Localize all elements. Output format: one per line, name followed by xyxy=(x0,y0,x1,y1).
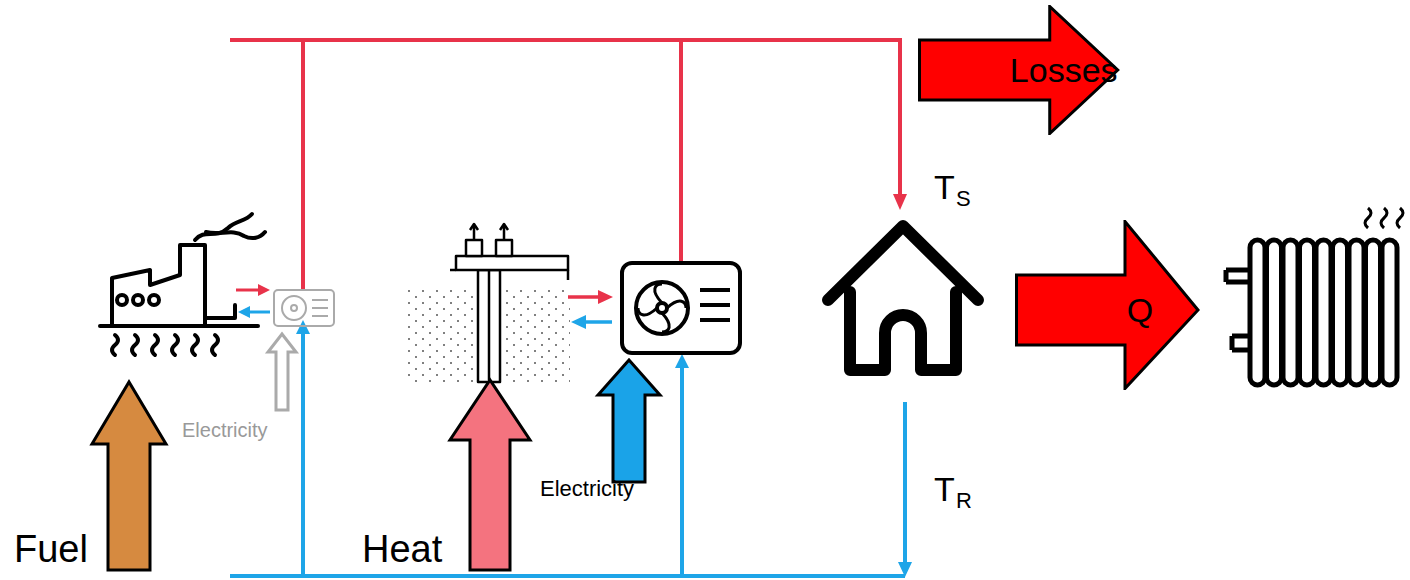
radiator-fin xyxy=(1316,240,1331,385)
house-icon xyxy=(828,226,978,370)
power-plant-icon xyxy=(100,214,265,355)
borehole-icon xyxy=(405,224,570,385)
input-label: Electricity xyxy=(540,478,634,500)
small-heat-pump-icon xyxy=(274,290,334,326)
radiator-fin xyxy=(1349,240,1364,385)
radiator-fin xyxy=(1366,240,1381,385)
arrow-label: Losses xyxy=(1010,53,1118,87)
radiator-fin xyxy=(1382,240,1397,385)
radiator-fins xyxy=(1250,240,1397,385)
heat-arrowhead-small xyxy=(258,284,270,296)
cold-arrow-small xyxy=(248,311,270,314)
supply-pipe xyxy=(230,40,900,290)
subscript: R xyxy=(956,490,972,512)
radiator-fin xyxy=(1250,240,1265,385)
return-temperature-symbol: T xyxy=(934,472,955,506)
subscript: S xyxy=(956,188,971,210)
radiator-fin xyxy=(1283,240,1298,385)
heat-demand-arrow: Q xyxy=(1015,220,1200,390)
arrow-outline xyxy=(920,7,1118,134)
fuel-arrow xyxy=(92,382,166,570)
electricity-arrow-grey xyxy=(268,334,296,410)
arrow-label: Q xyxy=(1127,293,1153,327)
cold-arrowhead-small xyxy=(238,306,250,318)
losses-arrow: Losses xyxy=(918,5,1120,135)
input-label: Heat xyxy=(362,530,442,568)
input-label: Fuel xyxy=(14,530,88,568)
input-label-greyed: Electricity xyxy=(182,420,268,440)
arrow-outline xyxy=(1017,222,1199,389)
electricity-arrow xyxy=(598,360,660,482)
arrow-shape xyxy=(1015,220,1200,390)
heat-pump-icon xyxy=(622,263,740,353)
heat-arrowhead xyxy=(598,290,613,304)
radiator-fin xyxy=(1300,240,1315,385)
radiator-fin xyxy=(1333,240,1348,385)
heat-arrow-small xyxy=(236,289,260,292)
radiator-fin xyxy=(1267,240,1282,385)
cold-arrowhead xyxy=(571,315,586,329)
cold-arrow xyxy=(584,320,612,324)
supply-arrowhead xyxy=(893,194,907,210)
heat-input-arrow xyxy=(450,380,530,570)
return-arrowhead xyxy=(675,354,689,368)
supply-temperature-symbol: T xyxy=(934,170,955,204)
heat-arrow xyxy=(568,295,600,299)
return-arrowhead xyxy=(898,562,912,577)
